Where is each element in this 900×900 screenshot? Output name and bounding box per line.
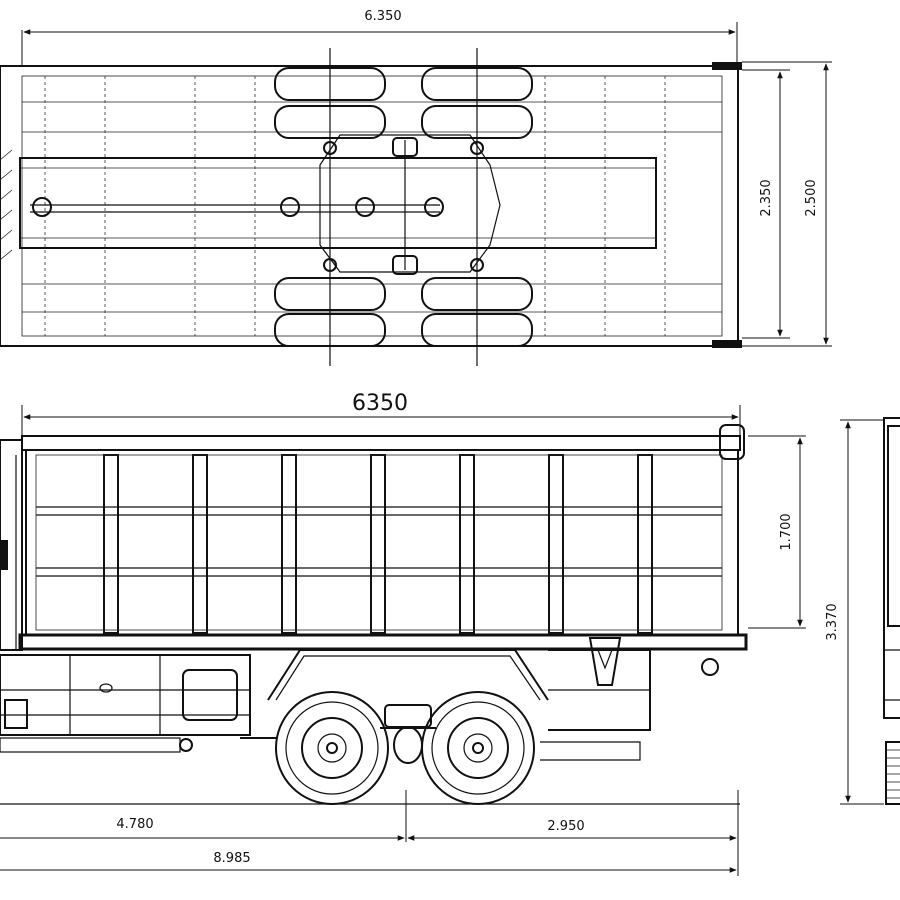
top-length-label: 6.350	[364, 9, 401, 24]
top-inner-width-label: 2.350	[759, 179, 774, 216]
side-body-length-label: 6350	[352, 391, 408, 416]
body-height-label: 1.700	[779, 513, 794, 550]
side-view: 6350 1.700 4.780 2.950 8.985	[0, 391, 806, 876]
top-outer-width-label: 2.500	[804, 179, 819, 216]
rear-view: 3.370	[825, 417, 900, 805]
overall-length-label: 8.985	[213, 851, 250, 866]
rear-wheel-1	[275, 691, 389, 805]
rear-wheel-2	[421, 691, 535, 805]
top-view: 6.350 2.350 2.500	[0, 9, 832, 366]
overall-height-label: 3.370	[825, 603, 840, 640]
rear-overhang-label: 2.950	[547, 819, 584, 834]
wheelbase-front-label: 4.780	[116, 817, 153, 832]
